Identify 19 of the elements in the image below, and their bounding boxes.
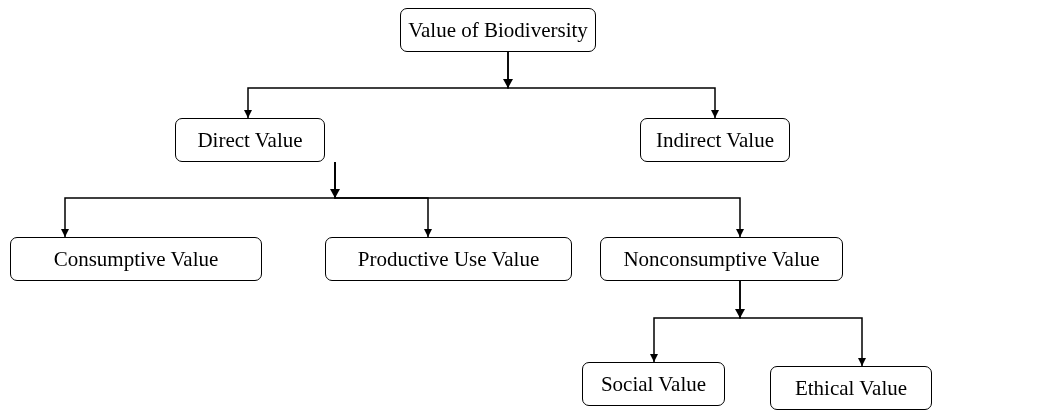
box-label: Nonconsumptive Value bbox=[623, 246, 820, 272]
box-label: Consumptive Value bbox=[53, 246, 219, 272]
box-label: Ethical Value bbox=[794, 375, 908, 401]
value-box bbox=[175, 118, 325, 162]
value-box bbox=[325, 237, 572, 281]
box-label: Productive Use Value bbox=[357, 246, 540, 272]
value-box bbox=[10, 237, 262, 281]
arrow bbox=[507, 51, 719, 119]
arrow bbox=[334, 161, 744, 238]
box-label: Social Value bbox=[600, 371, 707, 397]
box-label: Direct Value bbox=[197, 127, 303, 153]
value-box bbox=[770, 366, 932, 410]
value-box bbox=[582, 362, 725, 406]
value-box bbox=[600, 237, 843, 281]
value-box bbox=[640, 118, 790, 162]
arrow bbox=[739, 280, 866, 367]
box-label: Value of Biodiversity bbox=[408, 17, 588, 43]
box-label: Indirect Value bbox=[656, 127, 774, 153]
value-box bbox=[400, 8, 596, 52]
